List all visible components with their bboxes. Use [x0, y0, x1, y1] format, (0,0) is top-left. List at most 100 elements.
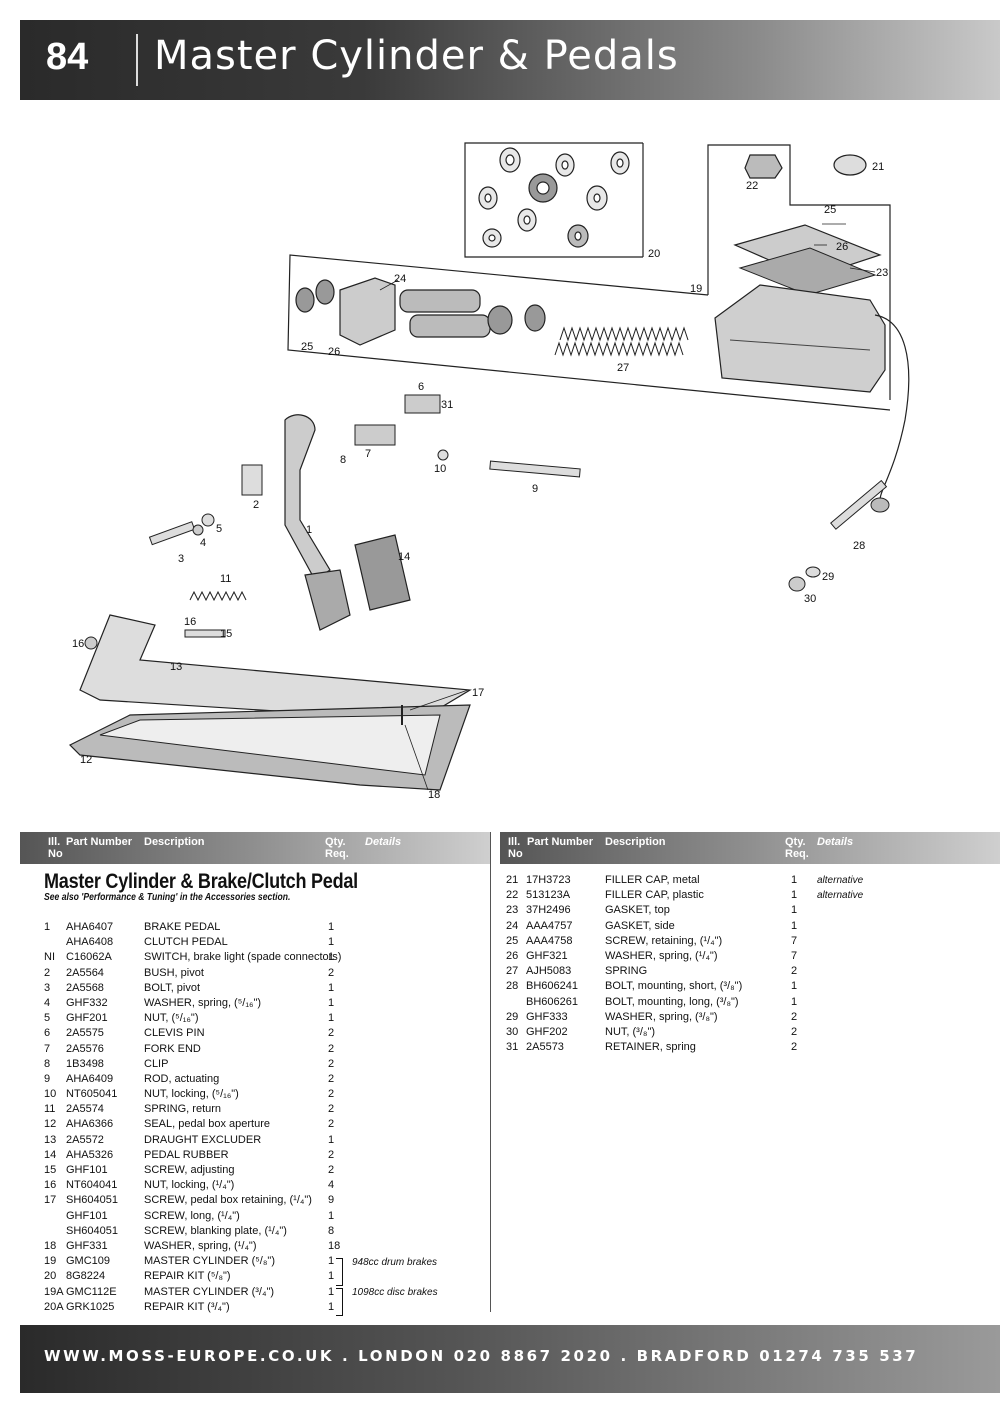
- cell-desc: BRAKE PEDAL: [144, 921, 221, 933]
- cell-part: 1B3498: [66, 1057, 104, 1070]
- cell-qty: 2: [328, 966, 335, 979]
- table-row: 19 GMC109 MASTER CYLINDER (⁵/₈") 1: [44, 1254, 484, 1269]
- cell-desc: NUT, locking, (⁵/₁₆"): [144, 1088, 239, 1101]
- cell-desc: RETAINER, spring: [605, 1041, 696, 1054]
- cell-ill: 8: [44, 1057, 51, 1070]
- col-qty: Qty.Req.: [325, 836, 349, 860]
- cell-ill: 21: [506, 874, 519, 886]
- callout-19: 19: [690, 283, 702, 295]
- cell-part: 2A5573: [526, 1041, 564, 1054]
- callout-20: 20: [648, 248, 660, 260]
- cell-qty: 9: [328, 1194, 335, 1207]
- cell-desc: SCREW, blanking plate, (¹/₄"): [144, 1224, 287, 1237]
- brace-drum: [336, 1258, 343, 1286]
- cell-qty: 1: [328, 951, 335, 964]
- cell-part: GMC109: [66, 1255, 111, 1268]
- cell-ill: 29: [506, 1010, 519, 1023]
- page-number: 84: [46, 36, 89, 78]
- cell-desc: WASHER, spring, (¹/₄"): [144, 1239, 257, 1252]
- cell-qty: 2: [328, 1088, 335, 1101]
- cell-ill: 19: [44, 1255, 57, 1268]
- cell-desc: SPRING, return: [144, 1103, 222, 1116]
- left-table-header: Ill.No Part Number Description Qty.Req. …: [20, 832, 490, 864]
- cell-details: alternative: [817, 875, 864, 886]
- cell-part: 2A5564: [66, 966, 104, 979]
- note-drum-brakes: 948cc drum brakes: [352, 1257, 438, 1268]
- cell-ill: 5: [44, 1012, 51, 1025]
- cell-ill: 23: [506, 904, 519, 917]
- header-divider: [136, 34, 138, 86]
- cell-desc: FILLER CAP, plastic: [605, 889, 704, 902]
- cell-part: AJH5083: [526, 965, 572, 978]
- callout-18: 18: [428, 789, 440, 801]
- cell-part: GHF333: [526, 1010, 568, 1023]
- cell-ill: 25: [506, 934, 519, 947]
- cell-desc: SEAL, pedal box aperture: [144, 1118, 270, 1131]
- cell-part: C16062A: [66, 951, 112, 964]
- callout-7: 7: [365, 448, 371, 460]
- cell-qty: 1: [328, 921, 335, 933]
- cell-details: alternative: [817, 890, 864, 902]
- cell-desc: CLUTCH PEDAL: [144, 936, 228, 949]
- col-description-right: Description: [605, 836, 666, 848]
- callout-27: 27: [617, 362, 629, 374]
- cell-desc: DRAUGHT EXCLUDER: [144, 1133, 262, 1146]
- cell-ill: 3: [44, 981, 51, 994]
- callout-31: 31: [441, 399, 453, 411]
- callout-8: 8: [340, 454, 346, 466]
- cell-desc: SCREW, long, (¹/₄"): [144, 1209, 240, 1222]
- cell-desc: CLIP: [144, 1057, 169, 1070]
- cell-qty: 4: [328, 1179, 335, 1192]
- section-subtitle: See also 'Performance & Tuning' in the A…: [44, 892, 291, 903]
- cell-part: 2A5576: [66, 1042, 104, 1055]
- cell-qty: 1: [791, 919, 798, 932]
- cell-desc: FILLER CAP, metal: [605, 874, 700, 886]
- cell-qty: 1: [791, 874, 798, 886]
- cell-ill: 2: [44, 966, 51, 979]
- cell-qty: 1: [328, 1133, 335, 1146]
- cell-part: GRK1025: [66, 1300, 115, 1313]
- cell-ill: 4: [44, 996, 51, 1009]
- cell-qty: 1: [328, 1255, 335, 1268]
- cell-part: 2A5572: [66, 1133, 104, 1146]
- cell-qty: 2: [328, 1148, 335, 1161]
- page-title: Master Cylinder & Pedals: [154, 33, 679, 79]
- cell-qty: 1: [791, 904, 798, 917]
- cell-desc: WASHER, spring, (⁵/₁₆"): [144, 996, 262, 1009]
- cell-part: SH604051: [66, 1194, 118, 1207]
- col-part-number-right: Part Number: [527, 836, 594, 848]
- cell-part: 513123A: [526, 889, 571, 902]
- cell-ill: 11: [44, 1103, 56, 1116]
- cell-desc: CLEVIS PIN: [144, 1027, 205, 1040]
- cell-qty: 2: [791, 965, 798, 978]
- cell-desc: FORK END: [144, 1042, 201, 1055]
- page-header: 84 Master Cylinder & Pedals: [20, 20, 1000, 100]
- callout-labels: 1 2 3 4 5 6 7 8 9 10 11 12 13 14 15 16 1…: [72, 161, 888, 801]
- cell-qty: 7: [791, 949, 798, 962]
- section-title: Master Cylinder & Brake/Clutch Pedal: [44, 870, 358, 893]
- cell-desc: MASTER CYLINDER (⁵/₈"): [144, 1255, 275, 1268]
- cell-ill: 9: [44, 1072, 51, 1085]
- cell-qty: 1: [328, 1270, 335, 1283]
- cell-desc: BOLT, mounting, long, (³/₈"): [605, 995, 739, 1008]
- right-table-header: Ill.No Part Number Description Qty.Req. …: [500, 832, 1000, 864]
- cell-qty: 7: [791, 934, 798, 947]
- cell-desc: PEDAL RUBBER: [144, 1148, 229, 1161]
